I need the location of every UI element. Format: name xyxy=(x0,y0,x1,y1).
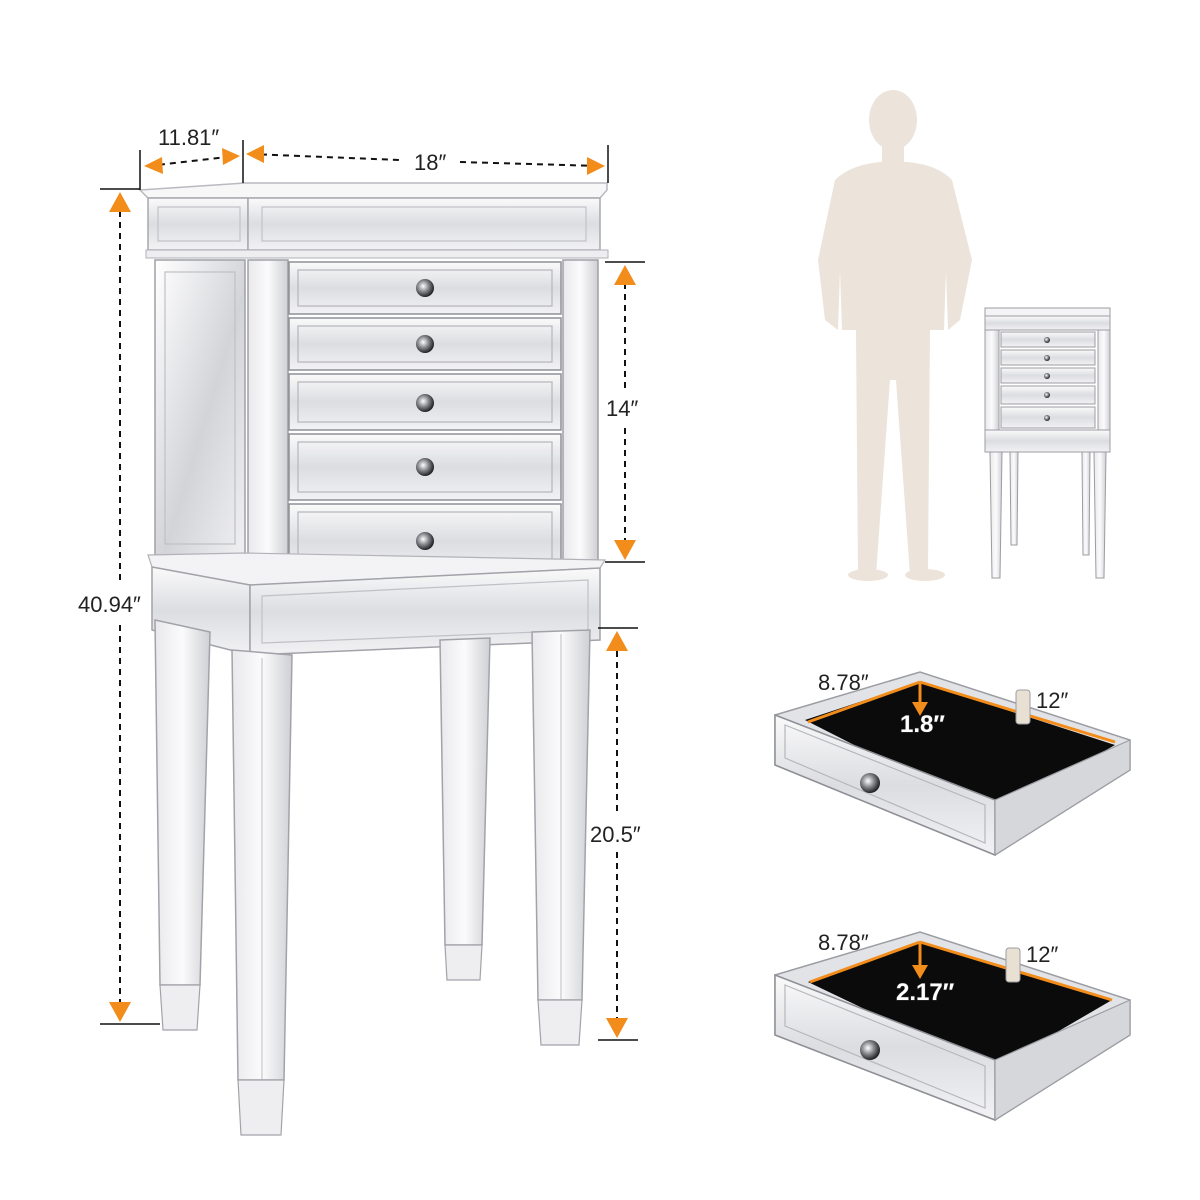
top-depth-label: 11.81″ xyxy=(158,125,219,150)
drawer-bottom-length-label: 12″ xyxy=(1026,942,1058,967)
total-height-label: 40.94″ xyxy=(78,592,141,617)
dimension-annotations: 11.81″ 18″ 40.94″ 14″ 20.5″ xyxy=(78,125,645,1041)
arrow-down-icon xyxy=(606,1018,628,1038)
side-door-panel xyxy=(154,259,246,556)
arrow-down-icon xyxy=(109,1002,131,1022)
drawer-knob-icon xyxy=(416,532,434,550)
drawer-top-length-label: 12″ xyxy=(1036,688,1068,713)
drawer-lining xyxy=(808,942,1112,1070)
small-armoire xyxy=(984,307,1111,579)
drawer-detail-bottom: 8.78″ 12″ 2.17″ xyxy=(774,930,1131,1122)
arrow-up-icon xyxy=(606,631,628,651)
drawer-knob-icon xyxy=(416,394,434,412)
drawer-section-height-label: 14″ xyxy=(606,396,638,421)
front-door-right xyxy=(562,259,599,561)
drawer-detail-top: 8.78″ 12″ 1.8″ xyxy=(774,670,1131,857)
drawer-slide-tab xyxy=(1015,689,1031,725)
arrow-down-icon xyxy=(614,540,636,560)
person-silhouette-icon xyxy=(818,90,972,581)
leg-back-left xyxy=(154,619,211,986)
lid-side-panel xyxy=(147,197,249,251)
drawer-knob-icon xyxy=(416,335,434,353)
legs xyxy=(154,619,591,1136)
leg-height-label: 20.5″ xyxy=(590,822,641,847)
arrow-left-icon xyxy=(144,157,163,174)
scale-comparison xyxy=(818,90,1111,581)
lid-front-panel xyxy=(247,197,601,251)
drawer-top-width-label: 8.78″ xyxy=(818,670,869,695)
front-door-left xyxy=(247,259,289,583)
drawer-knob-icon xyxy=(416,458,434,476)
drawer-knob-icon xyxy=(416,279,434,297)
drawer-stack xyxy=(288,261,562,579)
drawer-knob-icon xyxy=(860,773,880,793)
arrow-left-icon xyxy=(246,145,264,163)
arrow-up-icon xyxy=(614,265,636,285)
arrow-down-icon xyxy=(912,702,928,716)
drawer-bottom-depth-label: 2.17″ xyxy=(896,979,955,1006)
arrow-right-icon xyxy=(222,148,240,165)
armoire-top xyxy=(138,182,608,199)
jewelry-armoire xyxy=(138,182,609,1136)
leg-back-right xyxy=(439,637,491,946)
top-width-label: 18″ xyxy=(414,150,446,175)
arrow-right-icon xyxy=(587,157,605,175)
drawer-top-depth-label: 1.8″ xyxy=(900,711,945,738)
arrow-down-icon xyxy=(912,965,928,979)
drawer-slide-tab xyxy=(1005,947,1021,983)
arrow-up-icon xyxy=(109,192,131,212)
drawer-knob-icon xyxy=(860,1040,880,1060)
drawer-bottom-width-label: 8.78″ xyxy=(818,930,869,955)
